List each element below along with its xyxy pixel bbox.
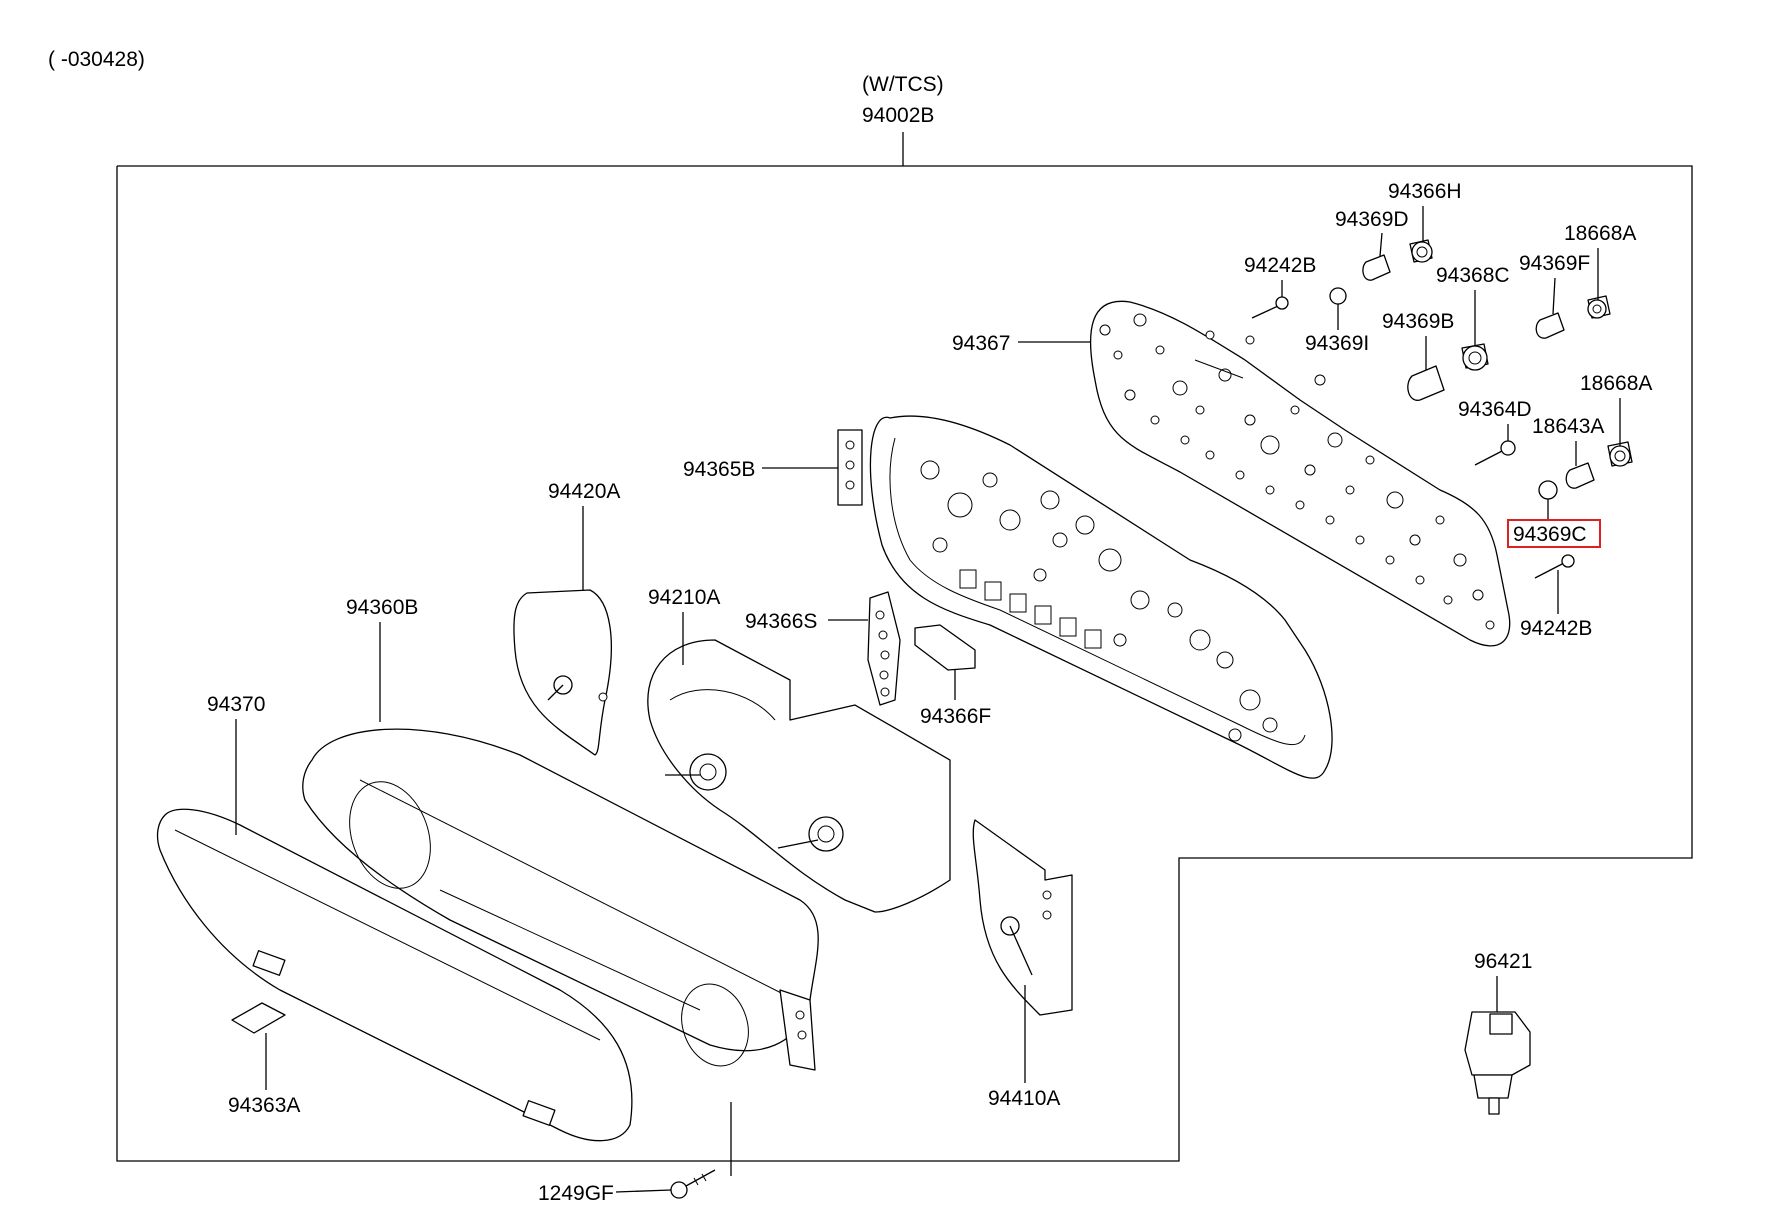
label-94242B-bottom: 94242B [1520,617,1592,640]
label-94410A: 94410A [988,1087,1060,1110]
assembly-number-label: 94002B [862,104,934,127]
sensor-tip [1488,1097,1500,1115]
label-94242B-top: 94242B [1244,254,1316,277]
pad-94363A[interactable] [231,1002,286,1034]
label-94369F: 94369F [1519,252,1590,275]
label-94369I: 94369I [1305,332,1369,355]
leader-94369F [1552,277,1556,315]
dial-plate-94210A[interactable] [647,639,951,913]
label-94210A: 94210A [648,586,720,609]
label-94366H: 94366H [1388,180,1462,203]
lens-clip [252,950,286,976]
connector-94366F[interactable] [914,624,976,671]
gauge-94410A[interactable] [972,819,1073,1016]
screw-94242B-bottom[interactable] [1534,554,1575,579]
bulb-94369D[interactable] [1362,254,1391,281]
label-94366F: 94366F [920,705,991,728]
label-18643A: 18643A [1532,415,1604,438]
pcb-mounting-holes [1099,313,1495,630]
bulb-94369B[interactable] [1407,365,1445,401]
screw-94242B-top[interactable] [1251,296,1289,319]
bulb-94369C[interactable] [1538,480,1558,500]
label-94360B: 94360B [346,596,418,619]
case-connector-slots [959,569,1102,649]
case-bulb-sockets [920,460,1278,742]
bulb-socket-94366H[interactable] [1409,239,1433,263]
label-94369C[interactable]: 94369C [1513,523,1587,546]
instrument-case-94365B[interactable] [837,415,1333,779]
label-1249GF: 1249GF [538,1182,614,1205]
label-94369D: 94369D [1335,208,1409,231]
label-94363A: 94363A [228,1094,300,1117]
label-94369B: 94369B [1382,310,1454,333]
bulb-socket-18668A-mid[interactable] [1607,441,1633,467]
bulb-94369F[interactable] [1535,312,1565,339]
label-94367: 94367 [952,332,1010,355]
leader-1249GF [615,1189,672,1193]
bulb-socket-18668A-top[interactable] [1587,295,1611,319]
lens-clip [522,1100,556,1126]
label-94364D: 94364D [1458,398,1532,421]
screw-94364D[interactable] [1474,440,1516,466]
assembly-boundary-frame [116,165,1693,1162]
bulb-socket-94368C[interactable] [1461,343,1489,371]
label-94368C: 94368C [1436,264,1510,287]
assembly-variant-label: (W/TCS) [862,73,944,96]
pcb-trace [1194,359,1244,379]
highlight-box-94369C [1507,519,1601,548]
bulb-94369I[interactable] [1329,287,1347,305]
label-18668A-top: 18668A [1564,222,1636,245]
label-94366S: 94366S [745,610,817,633]
label-18668A-mid: 18668A [1580,372,1652,395]
sensor-connector [1489,1013,1513,1035]
label-94365B: 94365B [683,458,755,481]
screw-1249GF[interactable] [670,1169,716,1199]
label-96421: 96421 [1474,950,1532,973]
printed-circuit-board-94367[interactable] [1089,300,1511,647]
instrument-mask-94360B[interactable] [302,728,819,1075]
label-94370: 94370 [207,693,265,716]
label-94420A: 94420A [548,480,620,503]
speed-sensor-96421[interactable] [1464,1011,1531,1115]
gauge-94420A[interactable] [513,589,612,756]
window-lens-94370[interactable] [156,808,633,1142]
bulb-holder-strip-94366S[interactable] [867,591,901,706]
date-code-label: ( -030428) [48,48,145,71]
mask-end-tab [779,989,816,1071]
leader-94369D [1379,232,1383,257]
bulb-18643A[interactable] [1565,462,1595,489]
